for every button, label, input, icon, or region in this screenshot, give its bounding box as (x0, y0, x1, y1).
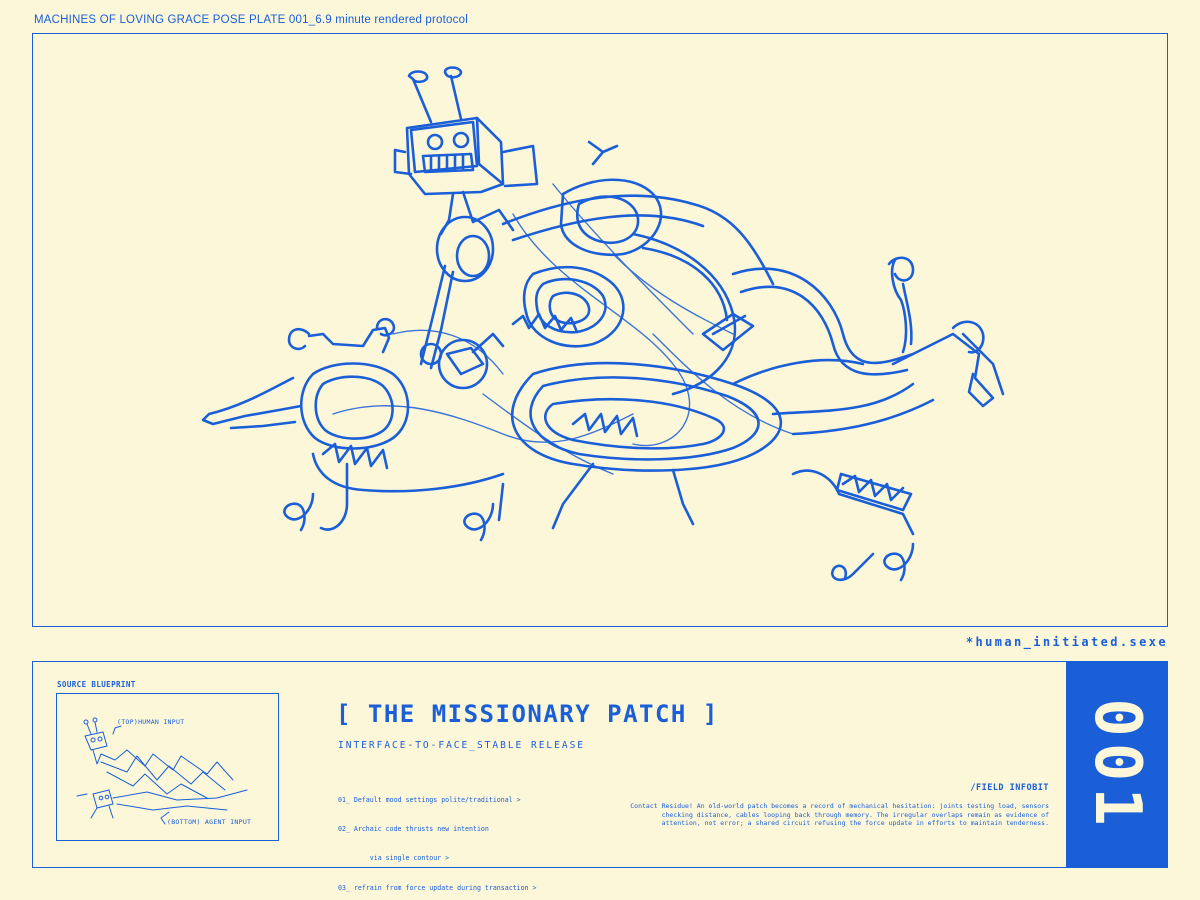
step-item: 03_ refrain from force update during tra… (338, 883, 537, 892)
step-item: 01_ Default mood settings polite/traditi… (338, 795, 521, 804)
field-infobit-title: /FIELD INFOBIT (970, 783, 1049, 793)
step-item: via single contour > (338, 854, 450, 863)
step-item: 02_ Archaic code thrusts new intention (338, 824, 489, 833)
blueprint-top-note: (TOP)HUMAN INPUT (117, 718, 185, 726)
info-panel: SOURCE BLUEPRINT (32, 661, 1168, 892)
blueprint-label: SOURCE BLUEPRINT (57, 680, 136, 689)
field-infobit-body: Contact Residue! An old-world patch beco… (630, 802, 1049, 828)
plate-number-block: 001 (1066, 662, 1167, 868)
plate-number: 001 (1079, 698, 1154, 832)
steps-list: 01_ Default mood settings polite/traditi… (338, 776, 537, 900)
blueprint-box: (TOP)HUMAN INPUT (BOTTOM) AGENT INPUT (56, 693, 279, 841)
patch-subtitle: INTERFACE-TO-FACE_STABLE RELEASE (338, 740, 586, 751)
blueprint-bottom-note: (BOTTOM) AGENT INPUT (167, 818, 252, 826)
robot-line-drawing-icon (201, 66, 1005, 582)
blueprint-sketch-icon (76, 717, 248, 825)
illustration-frame (32, 33, 1168, 627)
patch-title: [ THE MISSIONARY PATCH ] (336, 700, 719, 728)
header-title: MACHINES OF LOVING GRACE POSE PLATE 001_… (34, 14, 468, 26)
tagline: *human_initiated.sexe (965, 635, 1168, 649)
